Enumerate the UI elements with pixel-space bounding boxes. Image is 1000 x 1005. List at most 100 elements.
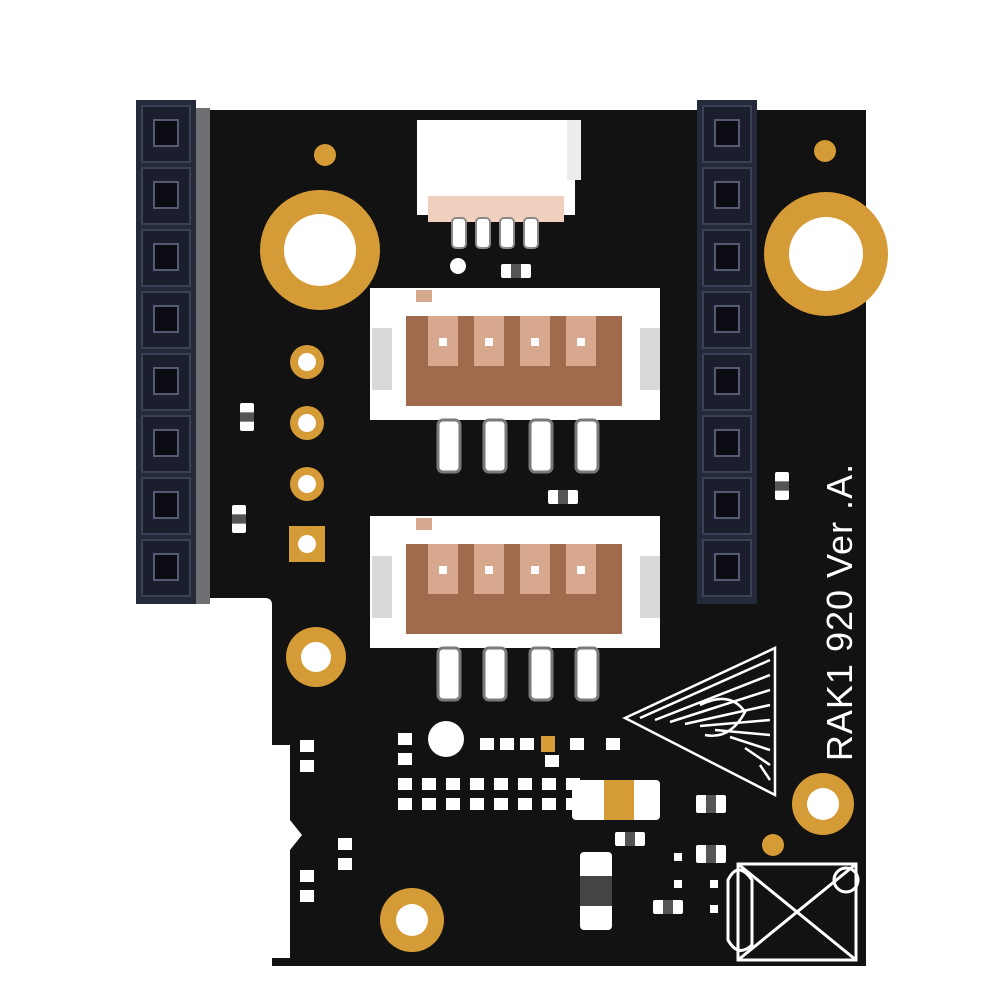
connector-latch	[640, 328, 660, 390]
smd-pad	[398, 798, 412, 810]
silk-dot	[450, 258, 466, 274]
silkscreen-label-text: RAK1 920 Ver .A.	[819, 462, 860, 762]
smd-body	[558, 490, 568, 504]
socket-pin	[439, 566, 447, 574]
left-header-rail	[196, 108, 210, 604]
pad-mid-left	[286, 627, 346, 687]
triangle-logo-icon	[622, 646, 777, 798]
connector-leg	[482, 418, 508, 474]
socket-pin	[577, 338, 585, 346]
smd-pad	[500, 738, 514, 750]
smd-pad	[674, 880, 682, 888]
socket-pin	[439, 338, 447, 346]
smd-pad	[422, 798, 436, 810]
crystal-component	[572, 780, 660, 820]
header-hole	[714, 181, 740, 209]
header-hole	[153, 367, 179, 395]
smd-pad	[470, 798, 484, 810]
smd-body	[511, 264, 521, 278]
smd-pad	[494, 778, 508, 790]
smd-pad	[422, 778, 436, 790]
header-hole	[153, 305, 179, 333]
socket-pin	[531, 338, 539, 346]
fiducial-pad	[814, 140, 836, 162]
smd-pad	[710, 880, 718, 888]
socket-pin	[531, 566, 539, 574]
header-hole	[714, 367, 740, 395]
connector-leg	[528, 418, 554, 474]
smd-pad	[520, 738, 534, 750]
smd-pad	[398, 753, 412, 765]
smd-body	[240, 412, 254, 422]
header-cell	[141, 353, 191, 411]
fiducial-pad	[762, 834, 784, 856]
jst-connector-top	[417, 120, 581, 249]
smd-body	[232, 514, 246, 524]
smd-pad	[470, 778, 484, 790]
pin1-marker	[416, 518, 432, 530]
header-hole	[153, 491, 179, 519]
smd-gold-pad	[541, 736, 555, 752]
connector-leg	[528, 646, 554, 702]
smd-body	[706, 795, 716, 813]
fiducial-pad	[314, 144, 336, 166]
header-hole	[714, 243, 740, 271]
pin1-marker	[416, 290, 432, 302]
smd-pad	[570, 738, 584, 750]
pad-bottom-left	[380, 888, 444, 952]
header-hole	[714, 553, 740, 581]
connector-latch	[640, 556, 660, 618]
right-pin-header	[697, 100, 757, 604]
socket-pin	[485, 338, 493, 346]
smd-pad	[480, 738, 494, 750]
socket-pin	[577, 566, 585, 574]
header-hole	[153, 181, 179, 209]
connector-latch	[372, 556, 392, 618]
header-hole	[714, 429, 740, 457]
edge-strip	[272, 745, 302, 958]
silk-dot	[428, 721, 464, 757]
mounting-hole-top-left	[260, 190, 380, 310]
header-hole	[153, 243, 179, 271]
connector-leg	[574, 646, 600, 702]
socket-pin	[485, 566, 493, 574]
sensor-glyph-icon	[726, 862, 860, 962]
smd-pad	[446, 778, 460, 790]
connector-4pin-lower	[370, 516, 660, 702]
smd-body	[625, 832, 635, 846]
smd-pad	[398, 733, 412, 745]
left-pin-header	[136, 100, 196, 604]
smd-body	[775, 481, 789, 491]
connector-pin	[523, 217, 539, 249]
smd-pad	[542, 778, 556, 790]
header-hole	[714, 119, 740, 147]
header-hole	[714, 491, 740, 519]
header-hole	[153, 119, 179, 147]
header-hole	[714, 305, 740, 333]
connector-leg	[482, 646, 508, 702]
test-pad-column	[289, 345, 325, 562]
smd-pad	[398, 778, 412, 790]
header-hole	[153, 429, 179, 457]
smd-body	[663, 900, 673, 914]
header-hole	[153, 553, 179, 581]
connector-pin	[499, 217, 515, 249]
connector-latch	[372, 328, 392, 390]
connector-leg	[574, 418, 600, 474]
smd-pad	[446, 798, 460, 810]
connector-4pin-upper	[370, 288, 660, 474]
connector-pin	[451, 217, 467, 249]
smd-pad	[606, 738, 620, 750]
smd-pad	[674, 853, 682, 861]
smd-body	[706, 845, 716, 863]
capacitor-vertical	[580, 852, 612, 930]
connector-leg	[436, 418, 462, 474]
mounting-hole-top-right	[764, 192, 888, 316]
smd-pad	[494, 798, 508, 810]
smd-pad	[518, 778, 532, 790]
smd-pad	[545, 755, 559, 767]
smd-pad	[542, 798, 556, 810]
connector-pin	[475, 217, 491, 249]
